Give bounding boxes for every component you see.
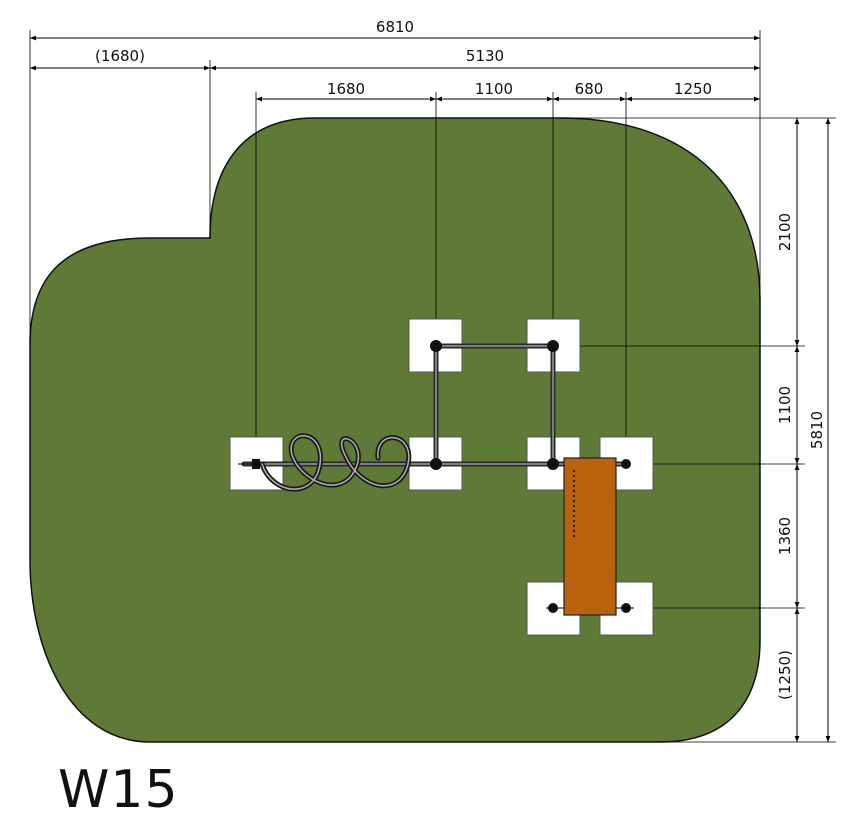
frame-connectors [238,340,634,613]
wooden-balance-beam [563,457,617,616]
equipment-code: W15 [58,760,179,820]
dimension-vertical-segment-3: 1360 [776,517,794,555]
dimension-overall-height-label: 5810 [808,411,826,449]
dimension-offset-label: (1680) [95,47,145,65]
dimension-segment-2: 1100 [475,80,513,98]
dimension-segments: 1680 1100 680 1250 [255,80,760,464]
connector-node [547,340,559,352]
dimension-overall-width-label: 6810 [376,18,414,36]
dimension-overall-height: 5810 [560,117,836,743]
connector-node [430,340,442,352]
dimension-vertical-segment-4: (1250) [776,650,794,700]
dimension-segment-1: 1680 [327,80,365,98]
wave-balance-element [259,433,412,492]
safety-surface-area [29,117,761,743]
dimension-segment-3: 680 [575,80,604,98]
dimension-segment-4: 1250 [674,80,712,98]
dimension-offset-and-span: (1680) 5130 [30,47,760,238]
dimension-vertical-segment-2: 1100 [776,386,794,424]
dimension-vertical-segment-1: 2100 [776,213,794,251]
connector-node [547,458,559,470]
dimension-overall-width: 6810 [29,18,761,345]
connector-node [430,458,442,470]
connector-node [621,459,631,469]
dimension-vertical-segments: 2100 1100 1360 (1250) [580,118,805,742]
dimension-span-label: 5130 [466,47,504,65]
